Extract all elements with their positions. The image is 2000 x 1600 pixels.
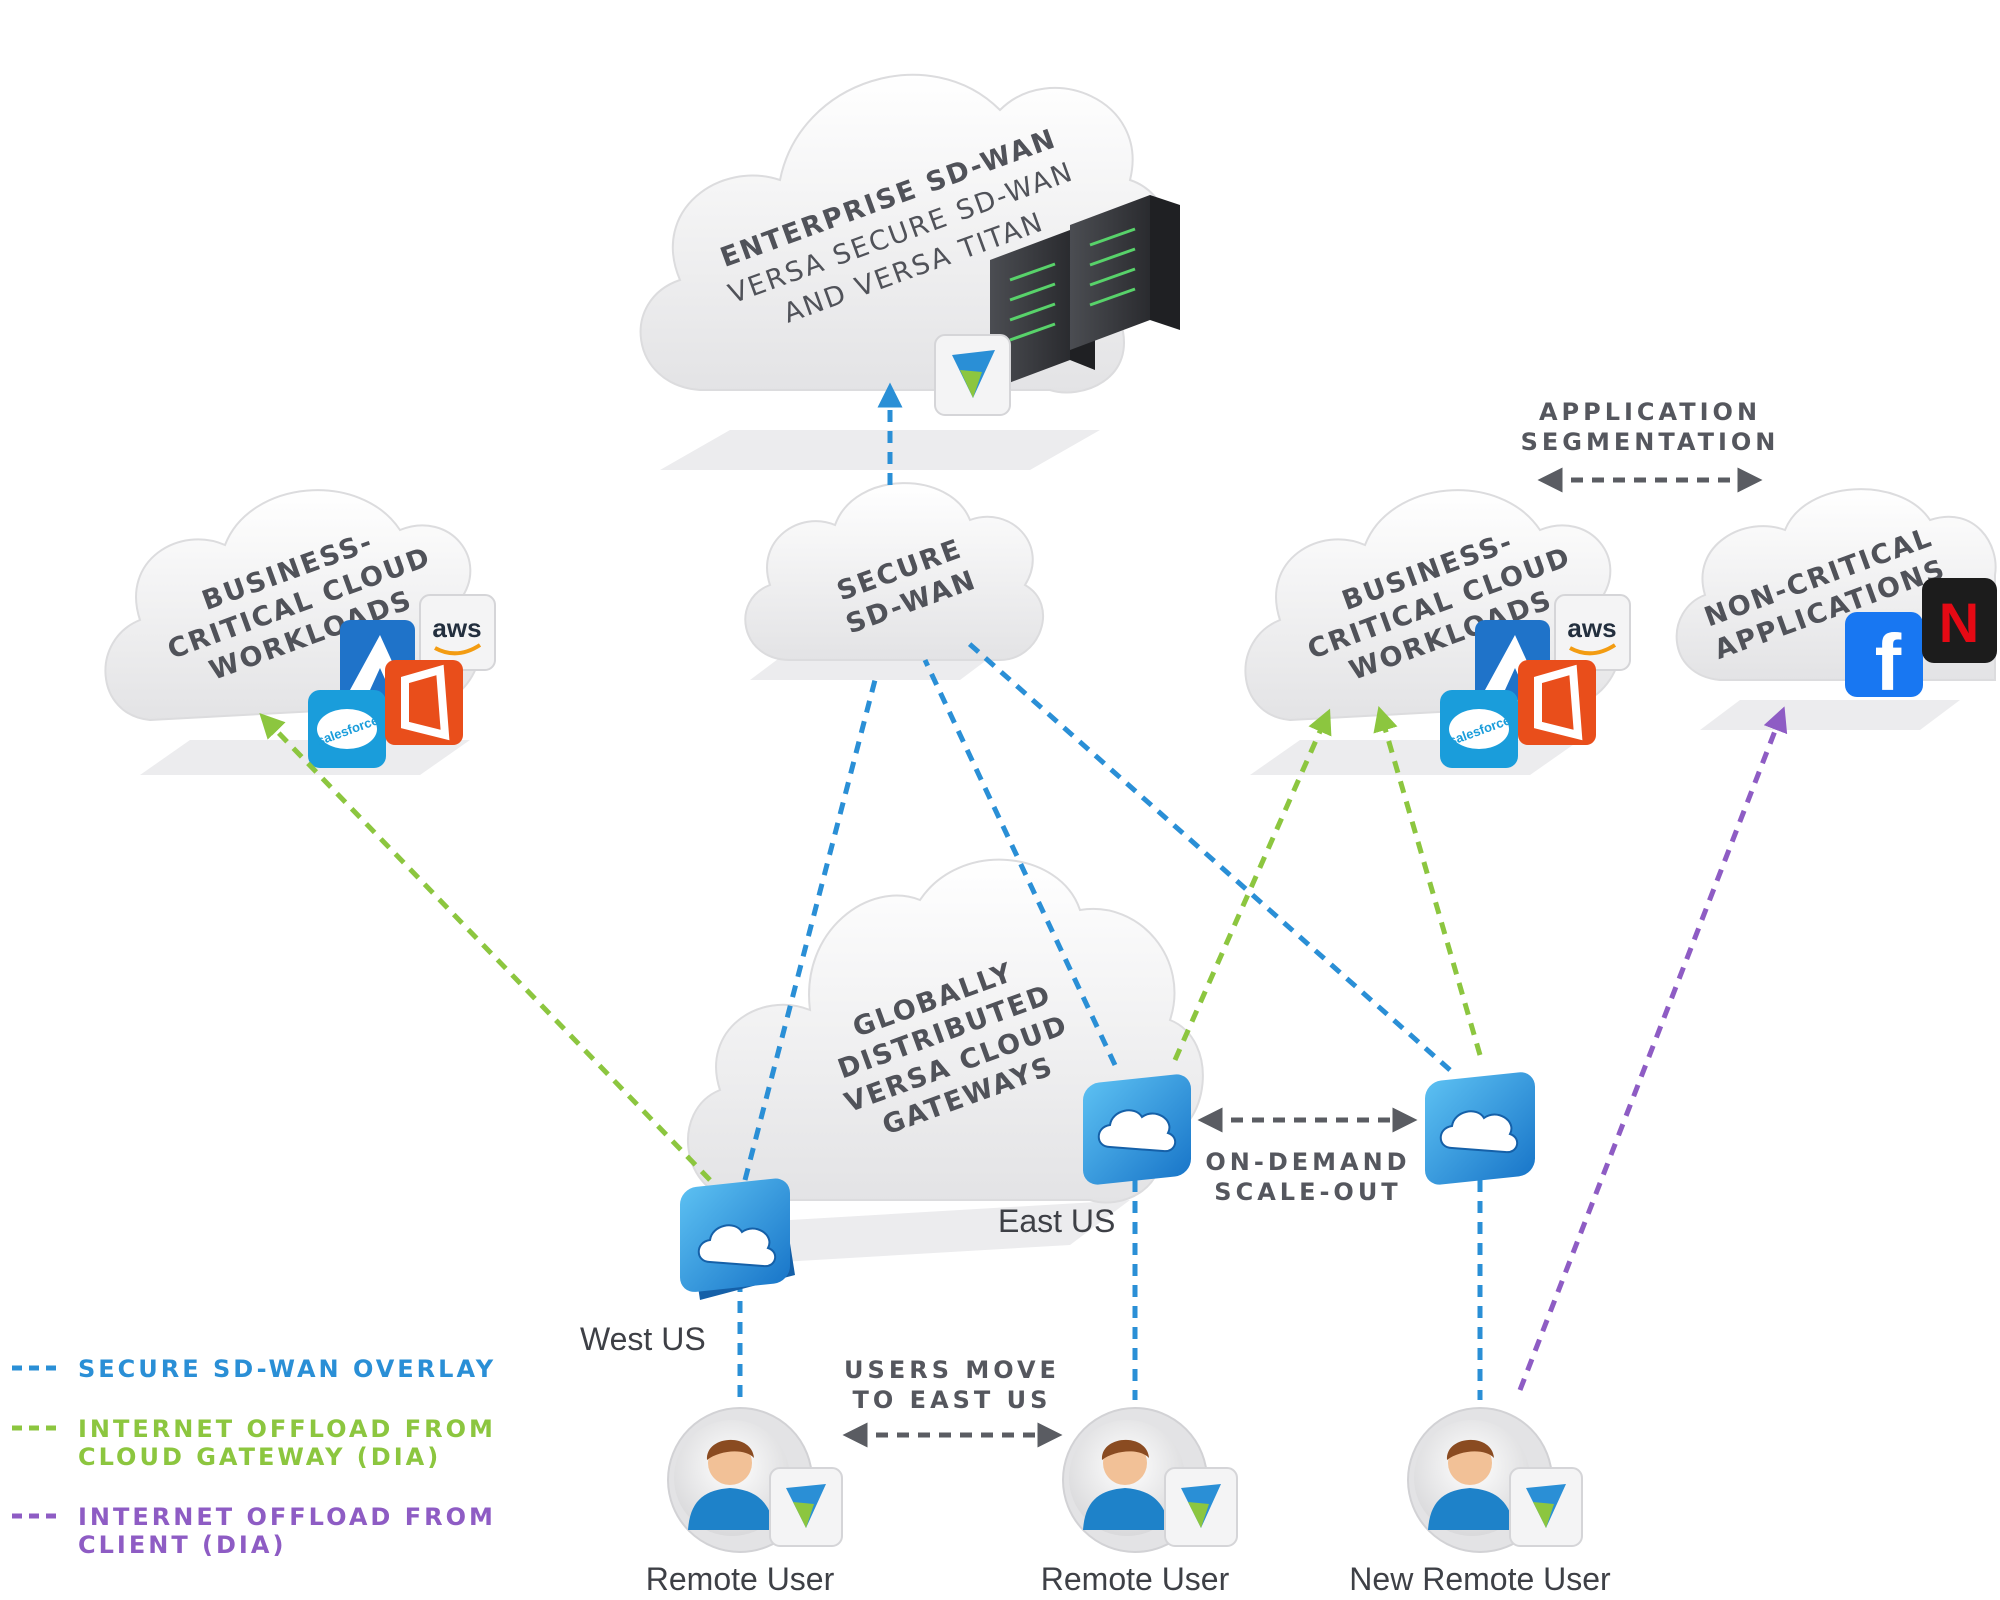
legend-item-client-dia: INTERNET OFFLOAD FROM CLIENT (DIA) [12, 1503, 496, 1559]
legend-item-gateway-dia: INTERNET OFFLOAD FROM CLOUD GATEWAY (DIA… [12, 1415, 496, 1471]
salesforce-logo-icon: salesforce [1440, 690, 1518, 768]
legend: SECURE SD-WAN OVERLAY INTERNET OFFLOAD F… [12, 1355, 496, 1559]
users-move-line1: USERS MOVE [844, 1356, 1060, 1384]
versa-logo-icon [1164, 1467, 1238, 1547]
east-us-label: East US [998, 1203, 1115, 1239]
versa-logo-icon [934, 334, 1011, 416]
user-avatar-icon [1083, 1439, 1170, 1530]
legend-item-overlay: SECURE SD-WAN OVERLAY [12, 1355, 496, 1383]
svg-text:aws: aws [432, 613, 481, 643]
svg-text:N: N [1939, 591, 1979, 654]
business-cloud-left: BUSINESS- CRITICAL CLOUD WORKLOADS aws s… [104, 489, 496, 775]
west-us-label: West US [580, 1321, 706, 1357]
overlay-link-west-to-secure [742, 679, 878, 1181]
aws-logo-icon: aws [419, 594, 496, 671]
legend-overlay-label: SECURE SD-WAN OVERLAY [78, 1355, 496, 1383]
legend-client-dia-line1: INTERNET OFFLOAD FROM [78, 1503, 496, 1531]
cloud-icon [1439, 1110, 1519, 1154]
overlay-link-east-to-secure [922, 658, 1118, 1067]
svg-text:f: f [1875, 618, 1902, 707]
overlay-link-new-to-secure [963, 638, 1452, 1072]
gateway-east-us[interactable] [1083, 1073, 1191, 1186]
legend-gateway-dia-line2: CLOUD GATEWAY (DIA) [78, 1443, 441, 1471]
non-critical-cloud: NON-CRITICAL APPLICATIONS f N [1675, 488, 1997, 730]
business-cloud-right: BUSINESS- CRITICAL CLOUD WORKLOADS aws s… [1244, 489, 1631, 775]
enterprise-sdwan-cloud: ENTERPRISE SD-WAN VERSA SECURE SD-WAN AN… [639, 73, 1180, 470]
users-move-line2: TO EAST US [853, 1386, 1052, 1414]
user-avatar-icon [688, 1439, 775, 1530]
office-logo-icon [1518, 660, 1596, 745]
gateway-west-us[interactable] [680, 1177, 795, 1300]
connections [259, 382, 1788, 1448]
legend-client-dia-line2: CLIENT (DIA) [78, 1531, 286, 1559]
user-avatar-icon [1428, 1439, 1515, 1530]
remote-user-right[interactable] [1407, 1407, 1583, 1553]
facebook-logo-icon: f [1845, 612, 1923, 707]
remote-user-left[interactable] [667, 1407, 843, 1553]
versa-logo-icon [769, 1467, 843, 1547]
netflix-logo-icon: N [1922, 578, 1997, 663]
remote-user-middle-label: Remote User [1041, 1561, 1230, 1597]
dia-link-client-to-non-critical [1517, 706, 1788, 1391]
app-segmentation-line1: APPLICATION [1539, 398, 1761, 426]
svg-text:aws: aws [1567, 613, 1616, 643]
dia-link-new-to-business-right [1373, 705, 1483, 1056]
versa-logo-icon [1509, 1467, 1583, 1547]
office-logo-icon [385, 660, 463, 745]
remote-user-middle[interactable] [1062, 1407, 1238, 1553]
gateways-cloud: GLOBALLY DISTRIBUTED VERSA CLOUD GATEWAY… [687, 858, 1204, 1265]
aws-logo-icon: aws [1554, 594, 1631, 671]
remote-user-left-label: Remote User [646, 1561, 835, 1597]
dia-link-west-to-business-left [259, 713, 712, 1182]
app-segmentation-line2: SEGMENTATION [1521, 428, 1780, 456]
salesforce-logo-icon: salesforce [308, 690, 386, 768]
secure-sdwan-cloud: SECURE SD-WAN [744, 482, 1044, 680]
scale-out-line1: ON-DEMAND [1205, 1148, 1410, 1176]
scale-out-line2: SCALE-OUT [1214, 1178, 1401, 1206]
dia-link-east-to-business-right [1172, 708, 1332, 1062]
remote-user-right-label: New Remote User [1349, 1561, 1611, 1597]
gateway-scale-out[interactable] [1425, 1071, 1535, 1187]
cloud-icon [697, 1224, 777, 1268]
legend-gateway-dia-line1: INTERNET OFFLOAD FROM [78, 1415, 496, 1443]
cloud-icon [1097, 1109, 1177, 1153]
